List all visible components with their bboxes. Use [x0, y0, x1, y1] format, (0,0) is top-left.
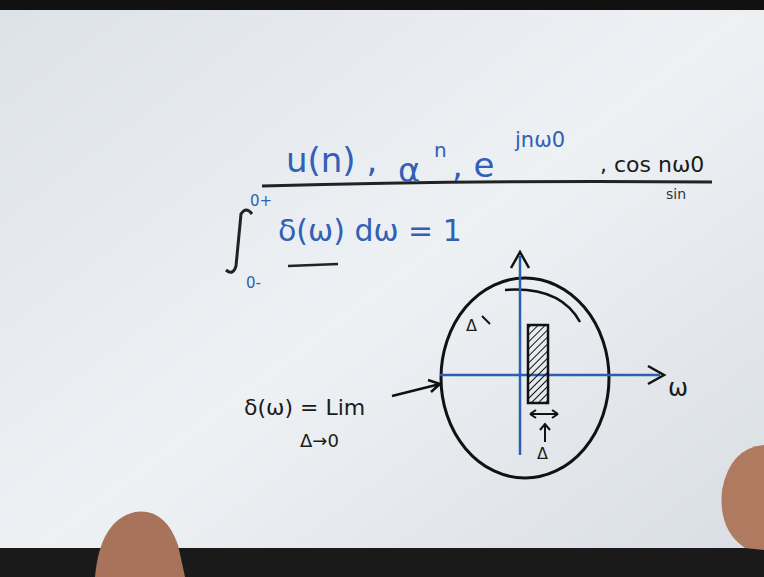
omega-axis — [440, 374, 660, 377]
tick — [482, 316, 490, 324]
handwritten-label: ω — [668, 376, 688, 400]
handwritten-label: δ(ω) = Lim — [244, 397, 365, 419]
pulse-rectangle — [528, 325, 548, 403]
handwritten-label: n — [434, 140, 447, 160]
arc — [505, 290, 580, 322]
handwritten-label: Δ→0 — [300, 432, 339, 450]
width-arrow — [530, 410, 558, 418]
underline — [288, 264, 338, 266]
handwritten-label: δ(ω) dω = 1 — [278, 216, 462, 246]
handwritten-label: , cos nω0 — [600, 154, 704, 176]
hand — [95, 512, 185, 577]
handwritten-label: jnω0 — [515, 130, 565, 151]
arrow-head — [511, 252, 529, 268]
handwritten-label: Δ — [466, 318, 477, 334]
handwritten-label: , e — [452, 148, 495, 182]
handwritten-label: sin — [666, 187, 686, 201]
pointer-arrow — [392, 380, 440, 396]
oval — [441, 278, 609, 478]
handwritten-label: 0- — [246, 276, 261, 291]
handwritten-label: u(n) , — [286, 143, 377, 177]
underline — [262, 182, 712, 187]
handwritten-label: α — [398, 153, 420, 187]
handwritten-label: 0+ — [250, 194, 272, 209]
handwritten-label: Δ — [537, 446, 548, 462]
pointer-arrow — [540, 424, 550, 442]
integral-sign — [226, 210, 252, 272]
vertical-axis — [519, 256, 522, 455]
arrow-head — [648, 366, 664, 384]
hand — [721, 445, 764, 550]
top-frame — [0, 0, 764, 10]
